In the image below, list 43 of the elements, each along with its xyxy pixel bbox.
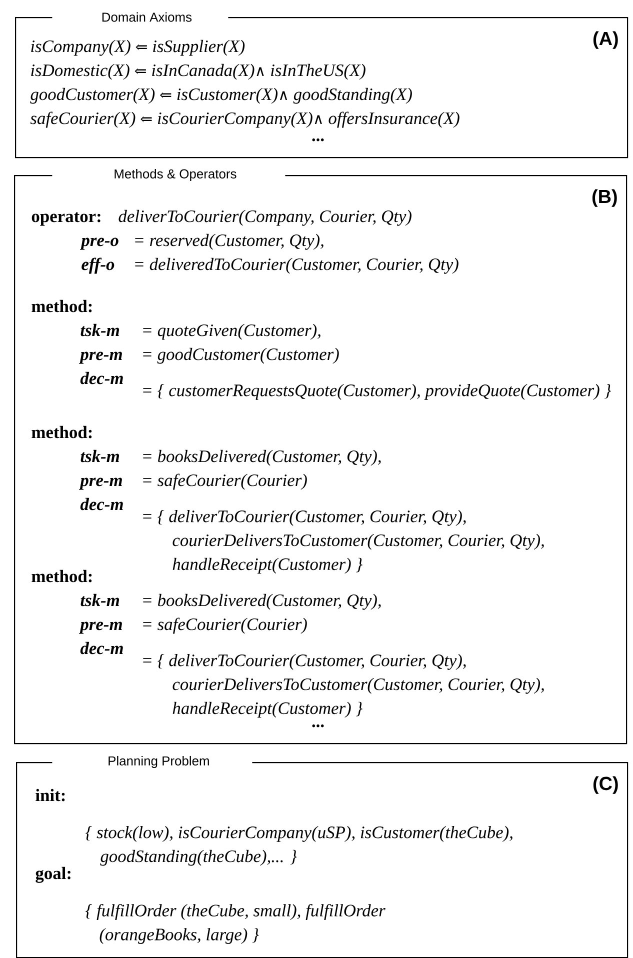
field-keyword: pre-m [78, 478, 122, 490]
field-keyword: dec-m [80, 498, 123, 510]
formula-text: = { deliverToCourier(Customer, Courier, Qty), courierDeliversToCustomer(Customer, Courier, Qty), handleReceipt(Customer) } [143, 654, 544, 718]
field-keyword: tsk-m [80, 450, 120, 462]
field-keyword: pre-o [80, 238, 118, 250]
panel-letter: (C) [593, 776, 618, 794]
formula-text: = { deliverToCourier(Customer, Courier, Qty), courierDeliversToCustomer(Customer, Courier, Qty), handleReceipt(Customer) } [143, 510, 544, 574]
formula-text: goodCustomer(X) ⇐ isCustomer(X)∧ goodStanding(X) [30, 88, 412, 104]
formula-text: isCompany(X) ⇐ isSupplier(X) [31, 40, 245, 56]
formula-text: = quoteGiven(Customer), [143, 324, 320, 340]
field-keyword: dec-m [80, 642, 123, 654]
panel-heading: Planning Problem [52, 754, 252, 770]
ellipsis: ... [312, 724, 324, 728]
field-keyword: dec-m [80, 372, 123, 384]
keyword: method: [32, 426, 92, 438]
formula-text: isDomestic(X) ⇐ isInCanada(X)∧ isInTheUS(X) [31, 64, 366, 80]
formula-text: = goodCustomer(Customer) [143, 348, 339, 364]
formula-text: { stock(low), isCourierCompany(uSP), isCustomer(theCube), goodStanding(theCube),... } [86, 826, 512, 866]
field-keyword: eff-o [82, 258, 114, 274]
panel-heading: Domain Axioms [52, 10, 228, 24]
formula-text: = safeCourier(Courier) [143, 474, 307, 490]
formula-text: = { customerRequestsQuote(Customer), provideQuote(Customer) } [143, 384, 612, 400]
field-keyword: tsk-m [80, 324, 120, 336]
panel-letter: (B) [592, 189, 617, 207]
field-keyword: tsk-m [80, 594, 120, 606]
formula-text: { fulfillOrder (theCube, small), fulfillOrder (orangeBooks, large) } [86, 904, 386, 944]
formula-text: = booksDelivered(Customer, Qty), [143, 450, 381, 466]
ellipsis: ... [312, 138, 324, 142]
keyword: method: [32, 300, 92, 312]
formula-text: = booksDelivered(Customer, Qty), [143, 594, 381, 610]
keyword: method: [32, 570, 92, 582]
formula-text: safeCourier(X) ⇐ isCourierCompany(X)∧ offersInsurance(X) [30, 112, 460, 128]
keyword: init: [36, 788, 65, 802]
keyword: goal: [36, 866, 70, 883]
formula-text: = reserved(Customer, Qty), [135, 234, 324, 250]
formula-text: deliverToCourier(Company, Courier, Qty) [118, 210, 412, 226]
panel-letter: (A) [593, 31, 618, 49]
field-keyword: pre-m [78, 622, 122, 634]
keyword: operator: [32, 212, 100, 226]
formula-text: = safeCourier(Courier) [143, 618, 307, 634]
panel-heading: Methods & Operators [52, 166, 286, 184]
field-keyword: pre-m [78, 352, 122, 364]
formula-text: = deliveredToCourier(Customer, Courier, Qty) [135, 258, 458, 274]
